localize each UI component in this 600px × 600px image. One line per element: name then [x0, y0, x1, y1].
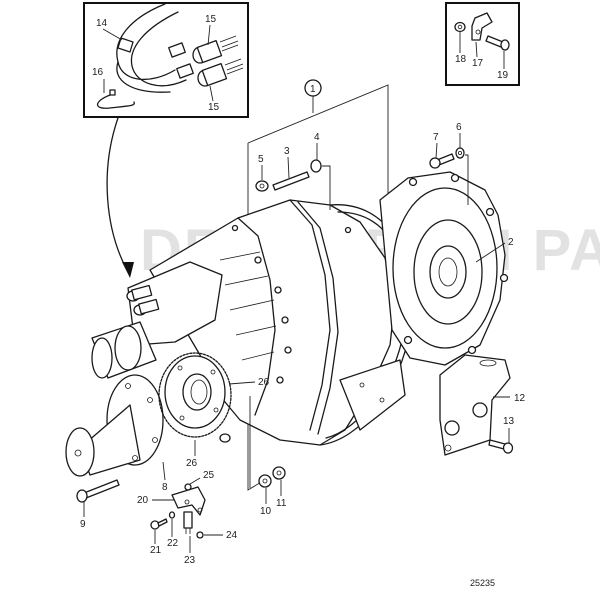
bolt-part-7 [429, 153, 455, 169]
drive-plate-part-2 [379, 171, 509, 366]
callout-8: 8 [162, 482, 168, 493]
stud-part-3 [272, 171, 310, 191]
cable-tie [96, 93, 135, 109]
bolt-head [500, 39, 510, 51]
callout-11: 11 [276, 498, 287, 509]
callout-9: 9 [80, 519, 86, 530]
callout-15: 15 [205, 14, 217, 25]
callout-1: 1 [310, 84, 316, 95]
bracket-part-12 [439, 354, 511, 456]
washer-part-6 [455, 147, 465, 159]
callout-14: 14 [96, 18, 108, 29]
callout-4: 4 [314, 132, 320, 143]
sensor-part-15 [197, 58, 244, 87]
callout-7: 7 [433, 132, 439, 143]
callout-21: 21 [150, 545, 162, 556]
connector-plug [168, 42, 186, 58]
callout-6: 6 [456, 122, 462, 133]
inset-pointer-arrow [106, 117, 129, 273]
harness-sleeve [117, 37, 134, 53]
callout-26: 26 [258, 377, 270, 388]
callout-24: 24 [226, 530, 238, 541]
callout-26: 26 [186, 458, 198, 469]
screw-part-21 [150, 518, 168, 530]
clamp-inset: 18 17 19 [445, 2, 520, 86]
callout-3: 3 [284, 146, 290, 157]
washer-part-10 [258, 474, 272, 488]
callout-19: 19 [497, 70, 509, 81]
harness-cable [130, 11, 187, 87]
sensor-part-15 [192, 35, 239, 64]
nut-part-11 [272, 466, 286, 480]
callout-25: 25 [203, 470, 215, 481]
washer-part-22 [168, 511, 176, 519]
callout-12: 12 [514, 393, 526, 404]
output-flange-part-8 [65, 374, 164, 477]
sensor-bracket-part-20 [171, 486, 206, 516]
transmission-housing [149, 199, 413, 446]
washer-part-4 [310, 159, 322, 173]
callout-15: 15 [208, 102, 220, 113]
connector-plug [176, 63, 194, 79]
inset-frame [83, 2, 249, 118]
callout-2: 2 [508, 237, 514, 248]
callout-23: 23 [184, 555, 196, 566]
control-block [91, 261, 223, 379]
bolt-part-13 [488, 439, 514, 454]
nut-part-18 [454, 21, 466, 33]
nut-part-5 [255, 180, 269, 192]
harness-cable [116, 61, 171, 93]
callout-18: 18 [455, 54, 467, 65]
callout-10: 10 [260, 506, 272, 517]
bolt-part-9 [76, 479, 120, 503]
nut-part-24 [196, 531, 204, 539]
nut-part-25 [184, 483, 192, 491]
callout-17: 17 [472, 58, 484, 69]
callouts: 2 3 4 5 6 7 8 9 10 11 12 13 [80, 122, 526, 566]
wiring-harness-inset: 14 15 16 15 [83, 2, 249, 118]
reference-number: 25235 [470, 578, 495, 588]
callout-5: 5 [258, 154, 264, 165]
cable-tie-head [109, 89, 116, 96]
arrowhead-icon [122, 262, 134, 278]
clamp-part-17 [471, 12, 493, 41]
sensor-gear-part-26 [158, 352, 232, 443]
callout-13: 13 [503, 416, 515, 427]
callout-22: 22 [167, 538, 179, 549]
callout-16: 16 [92, 67, 104, 78]
sensor-part-23 [183, 511, 193, 534]
callout-20: 20 [137, 495, 149, 506]
